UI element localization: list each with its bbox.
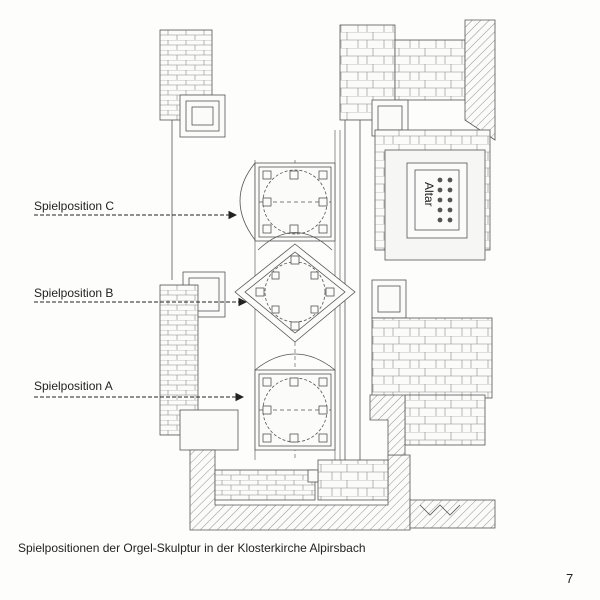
label-position-a: Spielposition A [34, 379, 113, 393]
figure-caption: Spielpositionen der Orgel-Skulptur in de… [18, 541, 366, 555]
altar-area: Altar [384, 149, 486, 261]
pointer-arrows [34, 210, 248, 402]
sculpture-position-c [239, 162, 336, 242]
page-number: 7 [566, 571, 574, 586]
sculpture-position-a [254, 353, 336, 483]
altar-label: Altar [422, 182, 436, 207]
left-wall [159, 29, 239, 451]
sculpture-position-b [234, 232, 356, 343]
bottom-wall [189, 449, 496, 531]
label-position-c: Spielposition C [34, 199, 115, 213]
label-position-b: Spielposition B [34, 286, 114, 300]
